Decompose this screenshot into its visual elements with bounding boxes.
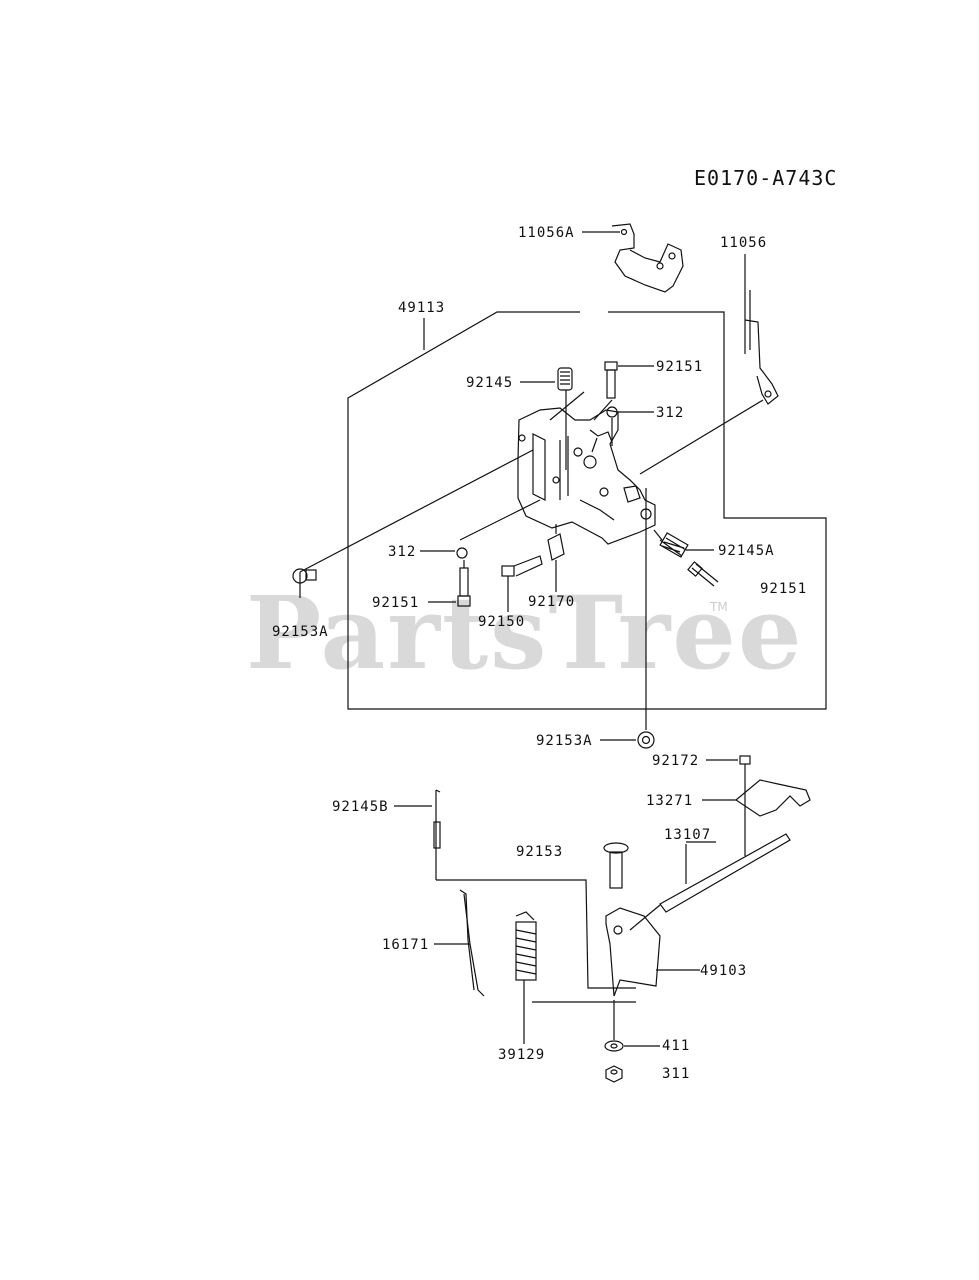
bolt-92153-shape bbox=[603, 842, 629, 889]
spring-92145-shape bbox=[520, 367, 585, 470]
bolt-92151-top-shape bbox=[593, 361, 654, 421]
part-label-92145B[interactable]: 92145B bbox=[332, 799, 389, 815]
group-frame bbox=[347, 311, 827, 710]
washer-411-shape bbox=[604, 1000, 660, 1052]
rod-16171-shape bbox=[434, 889, 485, 997]
nut-311-shape bbox=[605, 1065, 623, 1083]
trademark-mark: TM bbox=[710, 600, 728, 614]
part-label-92151-left[interactable]: 92151 bbox=[372, 595, 420, 611]
bolt-92151-left-shape bbox=[428, 560, 471, 607]
lever-49103-shape bbox=[605, 904, 700, 997]
part-label-92150[interactable]: 92150 bbox=[478, 614, 526, 630]
part-label-411[interactable]: 411 bbox=[662, 1038, 691, 1054]
part-label-92145A[interactable]: 92145A bbox=[718, 543, 775, 559]
watermark: PartsTree bbox=[246, 574, 804, 692]
washer-312-top-shape bbox=[606, 406, 654, 446]
bolt-92150-shape bbox=[501, 555, 543, 612]
part-label-311[interactable]: 311 bbox=[662, 1066, 691, 1082]
plate-13271-shape bbox=[702, 779, 811, 817]
part-label-92145[interactable]: 92145 bbox=[466, 375, 514, 391]
diagram-code: E0170-A743C bbox=[694, 166, 838, 190]
part-label-11056[interactable]: 11056 bbox=[720, 235, 768, 251]
bolt-92151-right-shape bbox=[687, 561, 719, 587]
part-label-92151-top[interactable]: 92151 bbox=[656, 359, 704, 375]
bracket-11056A-shape bbox=[582, 223, 684, 293]
clip-92170-shape bbox=[547, 524, 565, 592]
rod-92145B-shape bbox=[394, 789, 636, 989]
part-label-13107[interactable]: 13107 bbox=[664, 827, 712, 843]
part-label-49113[interactable]: 49113 bbox=[398, 300, 446, 316]
part-label-92151-right[interactable]: 92151 bbox=[760, 581, 808, 597]
part-label-49103[interactable]: 49103 bbox=[700, 963, 748, 979]
part-label-92153A-left[interactable]: 92153A bbox=[272, 624, 329, 640]
part-label-92153A-bottom[interactable]: 92153A bbox=[536, 733, 593, 749]
part-label-11056A[interactable]: 11056A bbox=[518, 225, 575, 241]
rod-11056-shape bbox=[639, 254, 779, 475]
part-label-13271[interactable]: 13271 bbox=[646, 793, 694, 809]
part-label-312-top[interactable]: 312 bbox=[656, 405, 685, 421]
part-label-16171[interactable]: 16171 bbox=[382, 937, 430, 953]
part-label-39129[interactable]: 39129 bbox=[498, 1047, 546, 1063]
part-label-92153[interactable]: 92153 bbox=[516, 844, 564, 860]
control-plate-shape bbox=[517, 407, 656, 545]
nut-92153A-bottom-shape bbox=[600, 731, 655, 749]
bolt-92153A-left-shape bbox=[292, 568, 317, 584]
spring-92145A-shape bbox=[653, 529, 714, 558]
part-label-92170[interactable]: 92170 bbox=[528, 594, 576, 610]
part-label-92172[interactable]: 92172 bbox=[652, 753, 700, 769]
shaft-13107-shape bbox=[659, 833, 791, 913]
bolt-92172-shape bbox=[706, 755, 751, 856]
part-label-312-left[interactable]: 312 bbox=[388, 544, 417, 560]
spring-39129-shape bbox=[515, 911, 636, 1044]
